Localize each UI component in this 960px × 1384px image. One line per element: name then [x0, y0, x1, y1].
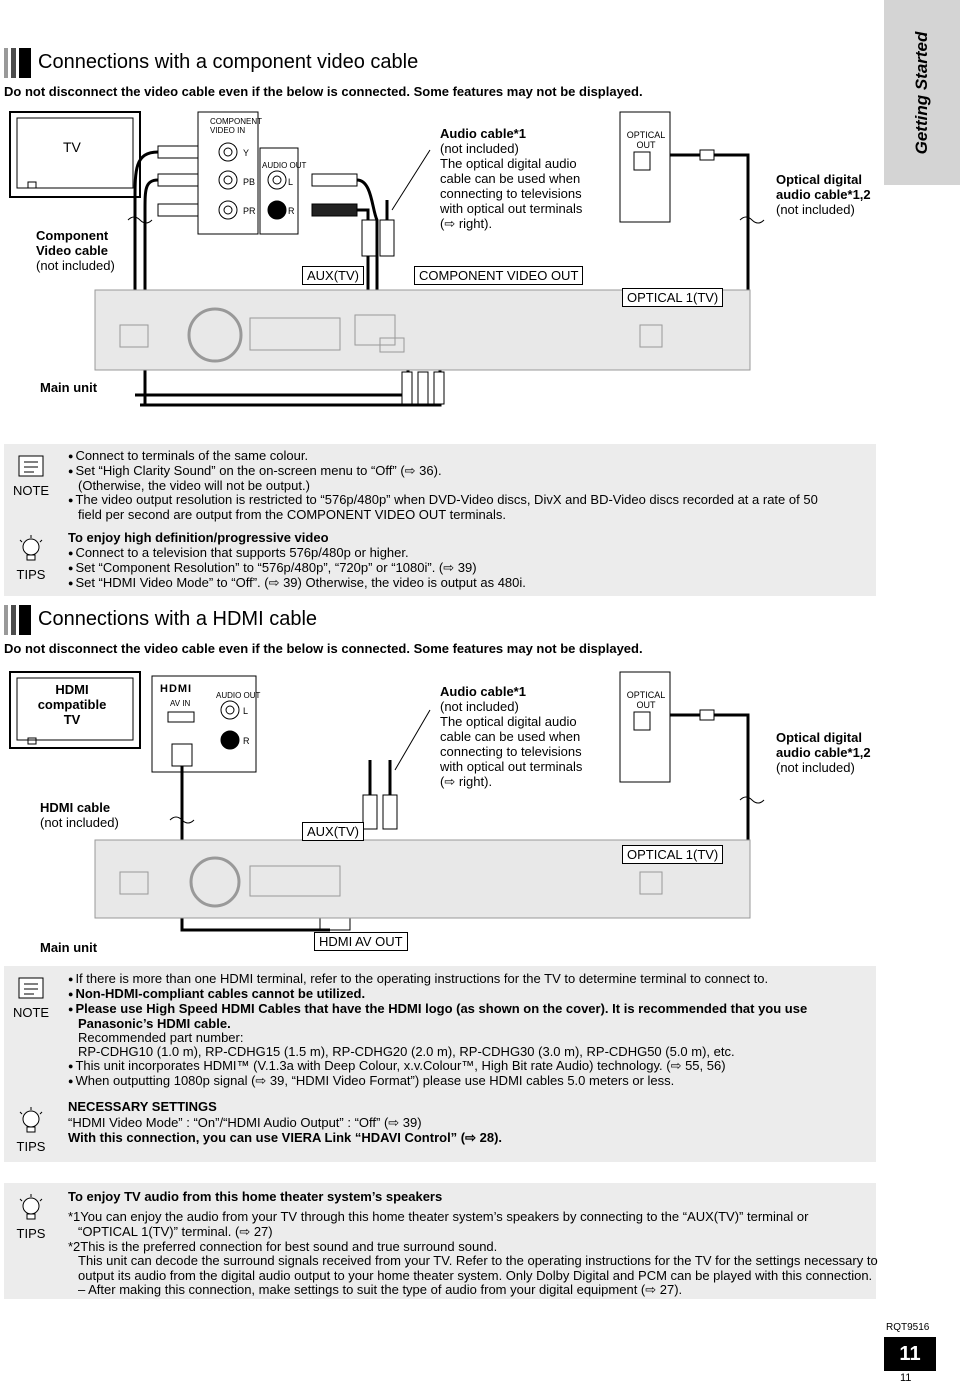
- note-tips-panel-1: NOTE Connect to terminals of the same co…: [4, 444, 876, 596]
- tips-line: With this connection, you can use VIERA …: [68, 1130, 503, 1145]
- aux-tv-label: AUX(TV): [302, 266, 364, 285]
- tips-icon: TIPS: [10, 1193, 52, 1241]
- note-line: Non-HDMI-compliant cables cannot be util…: [68, 986, 365, 1003]
- tips-line: “HDMI Video Mode” : “On”/“HDMI Audio Out…: [68, 1115, 422, 1130]
- tips-line: *2This is the preferred connection for b…: [68, 1239, 498, 1254]
- tips-line: output its audio from the digital audio …: [78, 1268, 873, 1283]
- pr-label: PR: [243, 206, 256, 216]
- main-unit-label: Main unit: [40, 940, 98, 955]
- tips-line: Set “HDMI Video Mode” to “Off”. (⇨ 39) O…: [68, 575, 525, 592]
- note-icon: NOTE: [10, 452, 52, 498]
- tips-line: *1You can enjoy the audio from your TV t…: [68, 1209, 809, 1224]
- pb-label: PB: [243, 177, 256, 187]
- y-label: Y: [243, 148, 250, 158]
- note-line: This unit incorporates HDMI™ (V.1.3a wit…: [68, 1058, 725, 1075]
- optical-cable-label: Optical digital audio cable*1,2 (not inc…: [776, 172, 871, 217]
- optical-cable-label: Optical digital audio cable*1,2 (not inc…: [776, 730, 871, 775]
- r-label: R: [288, 206, 295, 216]
- main-unit-label: Main unit: [40, 380, 98, 395]
- section-bars: [4, 605, 32, 635]
- tips-line: This unit can decode the surround signal…: [78, 1253, 878, 1268]
- section-header-component: Connections with a component video cable: [4, 48, 874, 78]
- tips-panel-3: TIPS To enjoy TV audio from this home th…: [4, 1183, 878, 1299]
- note-line: Recommended part number:: [78, 1030, 244, 1045]
- note-line: The video output resolution is restricte…: [68, 492, 817, 509]
- tips-icon: TIPS: [10, 1106, 52, 1154]
- tips-line: “OPTICAL 1(TV)” terminal. (⇨ 27): [78, 1224, 273, 1239]
- section-subtitle: Do not disconnect the video cable even i…: [4, 641, 643, 656]
- page-number-box: 11: [884, 1337, 936, 1371]
- note-line: field per second are output from the COM…: [78, 507, 506, 522]
- note-line: If there is more than one HDMI terminal,…: [68, 971, 768, 988]
- note-line: Set “High Clarity Sound” on the on-scree…: [68, 463, 441, 480]
- section-title: Connections with a component video cable: [38, 51, 419, 73]
- note-icon: NOTE: [10, 974, 52, 1020]
- tips-line: – After making this connection, make set…: [78, 1282, 683, 1297]
- l-label: L: [243, 706, 249, 716]
- optical-1-tv-label: OPTICAL 1(TV): [622, 288, 724, 307]
- model-code: RQT9516: [886, 1322, 930, 1333]
- l-label: L: [288, 177, 294, 187]
- tips-heading: To enjoy TV audio from this home theater…: [68, 1189, 443, 1204]
- r-label: R: [243, 736, 250, 746]
- note-tips-panel-2: NOTE If there is more than one HDMI term…: [4, 966, 876, 1162]
- tips-heading: To enjoy high definition/progressive vid…: [68, 530, 329, 545]
- note-line: Connect to terminals of the same colour.: [68, 448, 308, 465]
- av-in-label: AV IN: [170, 699, 191, 708]
- tips-line: Connect to a television that supports 57…: [68, 545, 408, 562]
- page-number: 11: [900, 1372, 912, 1384]
- section-bars: [4, 48, 32, 78]
- note-line: Panasonic’s HDMI cable.: [78, 1016, 231, 1031]
- audio-out-label: AUDIO OUT: [262, 161, 307, 170]
- side-tab: Getting Started: [884, 0, 960, 185]
- note-line: (Otherwise, the video will not be output…: [78, 478, 310, 493]
- section-title: Connections with a HDMI cable: [38, 608, 318, 630]
- component-video-out-label: COMPONENT VIDEO OUT: [414, 266, 584, 285]
- audio-cable-note: Audio cable*1 (not included) The optical…: [440, 684, 583, 789]
- optical-1-tv-label: OPTICAL 1(TV): [622, 845, 724, 864]
- tv-label: TV: [63, 139, 81, 155]
- note-line: When outputting 1080p signal (⇨ 39, “HDM…: [68, 1073, 674, 1090]
- section-header-hdmi: Connections with a HDMI cable: [4, 605, 874, 635]
- hdmi-logo: HDMI: [160, 683, 193, 695]
- note-line: Please use High Speed HDMI Cables that h…: [68, 1001, 807, 1018]
- section-subtitle: Do not disconnect the video cable even i…: [4, 84, 643, 99]
- tips-heading: NECESSARY SETTINGS: [68, 1099, 217, 1114]
- tips-line: Set “Component Resolution” to “576p/480p…: [68, 560, 476, 577]
- hdmi-cable-label: HDMI cable(not included): [40, 800, 119, 830]
- tips-icon: TIPS: [10, 534, 52, 582]
- aux-tv-label: AUX(TV): [302, 822, 364, 841]
- component-cable-label: Component Video cable (not included): [36, 228, 115, 273]
- audio-cable-note: Audio cable*1 (not included) The optical…: [440, 126, 583, 231]
- audio-out-label: AUDIO OUT: [216, 691, 261, 700]
- note-line: RP-CDHG10 (1.0 m), RP-CDHG15 (1.5 m), RP…: [78, 1044, 735, 1059]
- side-tab-label: Getting Started: [912, 31, 931, 154]
- hdmi-av-out-label: HDMI AV OUT: [314, 932, 408, 951]
